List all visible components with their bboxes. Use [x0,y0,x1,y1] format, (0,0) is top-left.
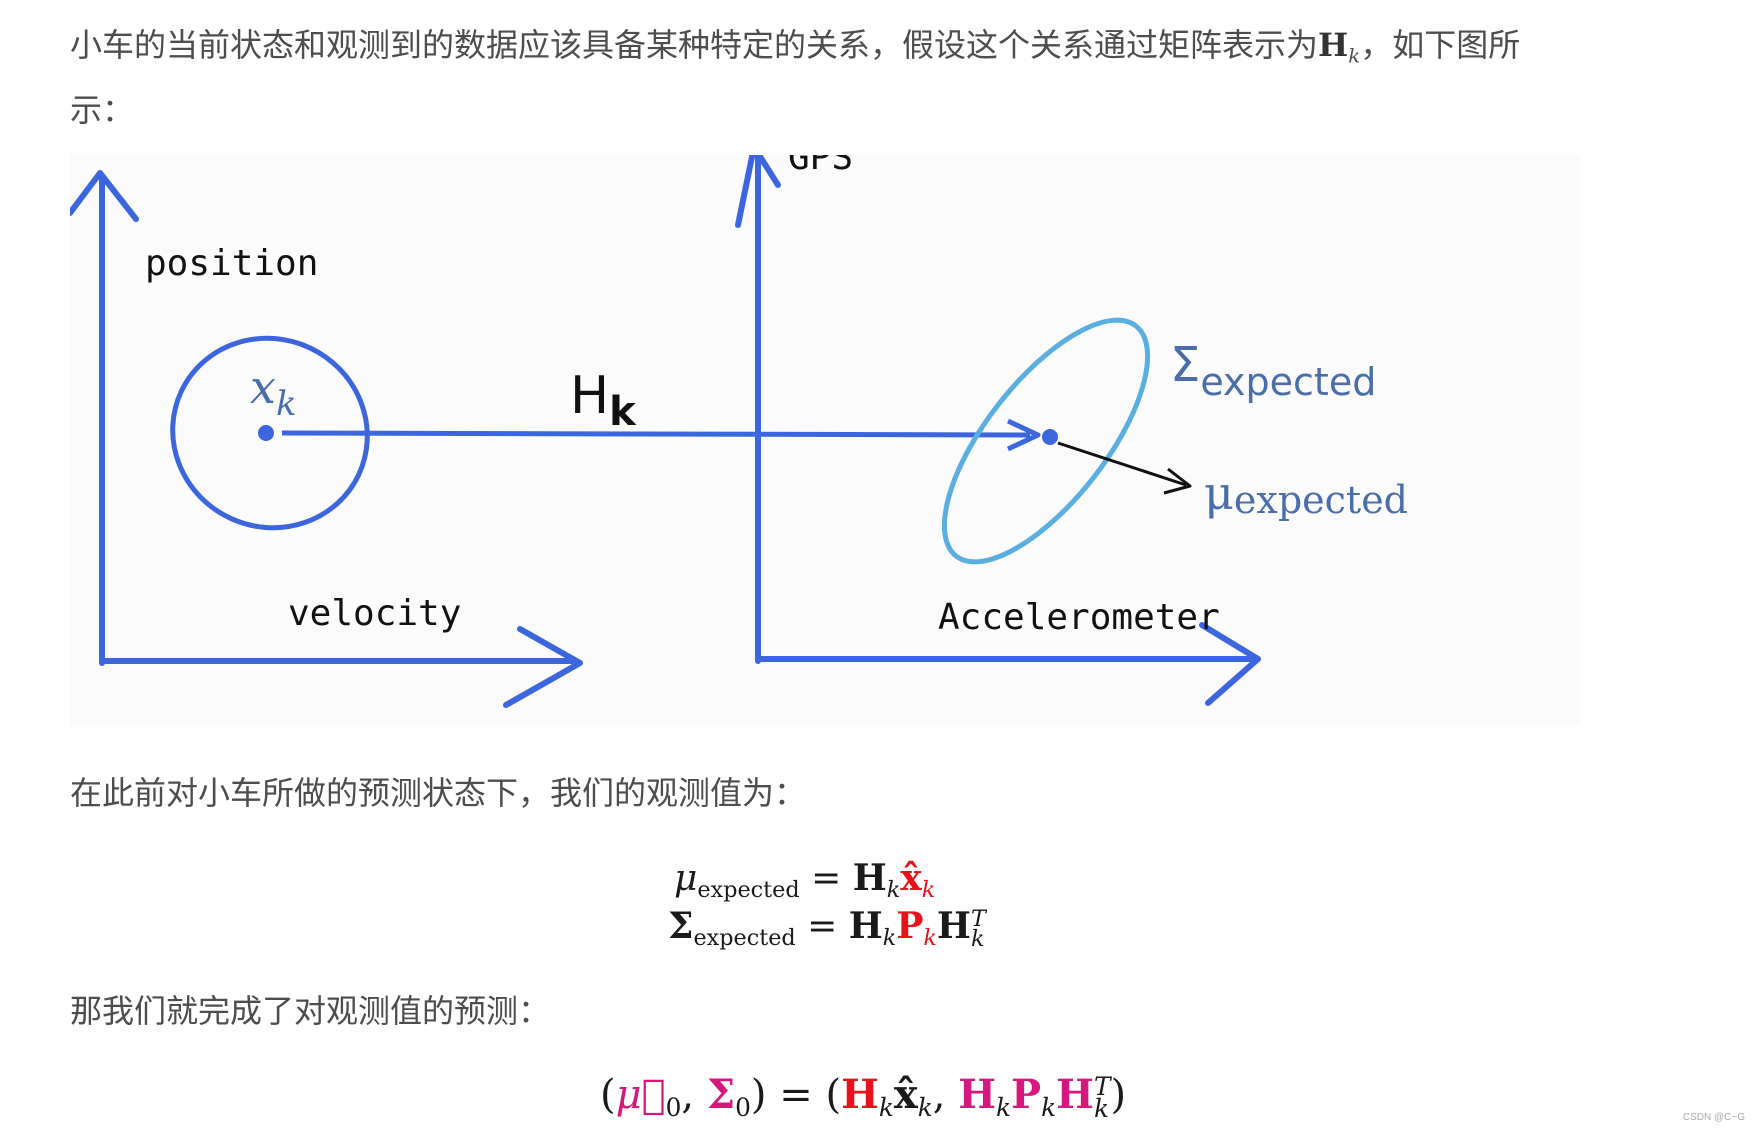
mean-pointer-arrow [1057,441,1187,487]
expected-covariance-ellipse [941,317,1151,565]
mean-pointer-arrowhead [1163,467,1192,495]
H-symbol: H [852,857,887,899]
mu-subscript: 0 [665,1092,682,1122]
sigma-subscript: 0 [735,1092,751,1122]
H-transpose-subscript: k [970,926,985,952]
H-subscript: k [882,925,897,952]
H-transpose-symbol: H [1056,1071,1094,1118]
right-y-axis-label: GPS [788,155,853,178]
equals-sign: = [807,906,838,947]
H-transpose-symbol: H [936,905,971,947]
sigma-symbol: Σ [668,905,694,947]
right-x-arrowhead [1199,622,1261,706]
H-symbol: H [848,905,883,947]
equals-sign: = [811,858,842,899]
right-x-axis-label: Accelerometer [938,597,1220,638]
equation-mu-expected: μexpected = Hkx̂k [674,855,935,913]
sigma-symbol: Σ [706,1071,736,1118]
mu-expected-label: μexpected [1204,466,1408,522]
P-symbol: P [1011,1071,1042,1118]
intro-text-end: ，如下图所示： [70,26,1521,130]
H-subscript: k [886,877,901,904]
transform-label: Hk [570,366,637,435]
left-x-axis-label: velocity [288,593,461,634]
intro-text: 小车的当前状态和观测到的数据应该具备某种特定的关系，假设这个关系通过矩阵表示为 [70,26,1319,64]
mu-symbol: μ [674,858,698,899]
P-subscript: k [923,925,937,952]
P-symbol: P [896,905,924,947]
observation-paragraph: 在此前对小车所做的预测状态下，我们的观测值为： [70,774,807,812]
matrix-H-subscript: k [1348,44,1361,68]
x-hat-subscript: k [921,877,936,904]
left-y-axis-label: position [145,243,318,284]
sigma-subscript: expected [693,925,796,952]
state-covariance-ellipse [170,335,370,531]
measurement-mapping-figure: position velocity xk Hk GPS Acceleromete… [67,137,1580,725]
equals-sign: = [779,1072,813,1118]
prediction-paragraph: 那我们就完成了对观测值的预测： [70,992,551,1030]
transform-arrow [281,430,1031,438]
H-symbol: H [841,1071,879,1118]
x-hat-symbol: x̂ [900,857,922,899]
intro-paragraph: 小车的当前状态和观测到的数据应该具备某种特定的关系，假设这个关系通过矩阵表示为H… [70,18,1570,137]
state-mean-point [258,425,274,441]
transform-arrowhead [1006,418,1041,452]
mu-subscript: expected [697,877,800,904]
left-x-arrowhead [503,626,583,708]
state-label: xk [250,360,297,424]
sigma-expected-label: Σexpected [1170,337,1376,404]
mu-vector-symbol: μ⃗ [615,1072,666,1118]
left-y-arrowhead [67,170,139,222]
expected-mean-point [1042,429,1058,445]
x-hat-symbol: x̂ [893,1071,918,1118]
matrix-H-symbol: H [1318,26,1349,64]
H-symbol-2: H [958,1071,997,1118]
watermark: CSDN @C~G [1682,1112,1745,1123]
transpose-superscript: T [970,905,986,932]
figure-svg: position velocity xk Hk GPS Acceleromete… [67,137,1408,708]
